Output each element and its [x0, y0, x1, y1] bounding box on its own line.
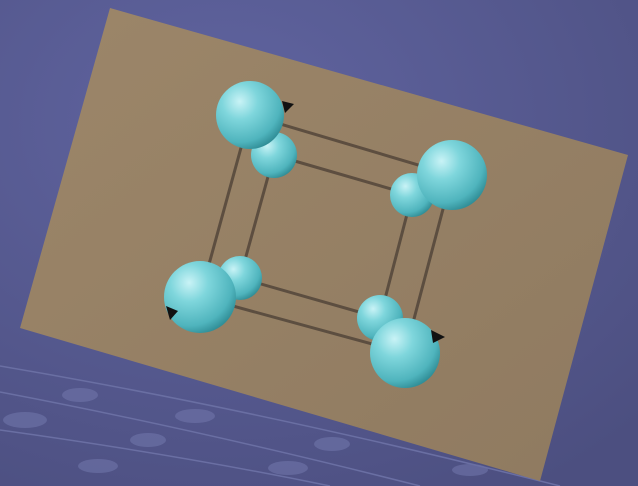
atom-front-bottom-right [370, 318, 440, 388]
background-decoration [3, 388, 488, 476]
arrow-markers [166, 101, 445, 343]
arrow-icon [166, 306, 178, 320]
image-panel [20, 8, 628, 481]
front-atoms [164, 81, 487, 388]
atom-front-top-right [417, 140, 487, 210]
background-lines [0, 365, 561, 486]
arrow-icon [431, 330, 445, 343]
atom-front-top-left [216, 81, 284, 149]
arrow-icon [282, 101, 294, 113]
atom-front-bottom-left [164, 261, 236, 333]
